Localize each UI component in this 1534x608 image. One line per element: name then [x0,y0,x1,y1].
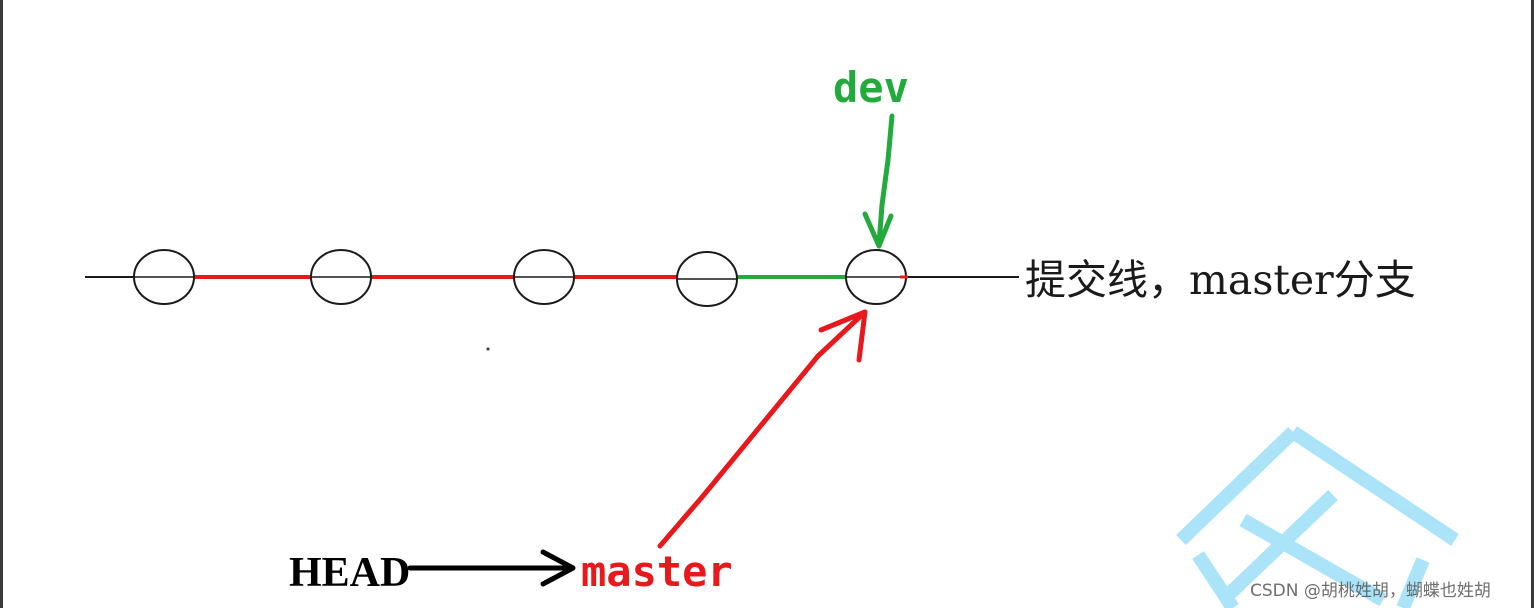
dev-arrow-icon [862,113,895,249]
master-arrow-icon [657,309,868,549]
dev-label: dev [833,63,909,112]
commit-line-label: 提交线，master分支 [1025,256,1416,304]
head-arrow-icon [407,549,576,587]
master-label: master [581,547,733,596]
stray-dot [486,347,490,351]
watermark-text: CSDN @胡桃姓胡，蝴蝶也姓胡 [1250,581,1491,601]
head-label: HEAD [289,550,410,596]
watermark-logo-icon [1176,426,1459,608]
git-branch-diagram: dev 提交线，master分支 HEAD master CSDN @胡桃姓胡，… [85,63,1491,608]
